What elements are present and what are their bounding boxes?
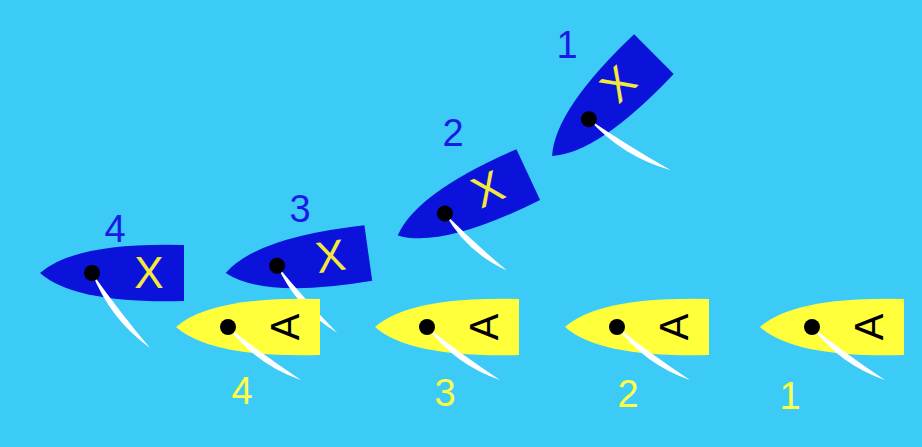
position-number: 2 xyxy=(442,114,463,152)
yellow-boat-a: A xyxy=(757,295,907,359)
position-number: 4 xyxy=(104,210,125,248)
yellow-boat-a: A xyxy=(562,295,712,359)
position-number: 4 xyxy=(231,372,252,410)
boat-shape xyxy=(37,241,187,305)
mast xyxy=(268,257,286,275)
yellow-boat-a: A xyxy=(372,295,522,359)
mast xyxy=(419,319,435,335)
boat-letter-a: A xyxy=(849,314,889,341)
mast xyxy=(804,319,820,335)
position-number: 1 xyxy=(556,26,577,64)
blue-boat-x: X xyxy=(37,241,187,305)
mast xyxy=(434,203,455,224)
mast xyxy=(84,265,100,281)
boat-letter-a: A xyxy=(265,314,305,341)
boat-letter-a: A xyxy=(654,314,694,341)
sail xyxy=(445,200,507,284)
hull xyxy=(386,149,540,261)
position-number: 1 xyxy=(779,377,800,415)
position-number: 3 xyxy=(434,374,455,412)
hull xyxy=(532,34,674,176)
hull xyxy=(40,245,184,302)
mast xyxy=(220,319,236,335)
sail xyxy=(589,104,671,186)
position-number: 3 xyxy=(289,190,310,228)
boat-letter-a: A xyxy=(464,314,504,341)
boat-letter-x: X xyxy=(134,251,163,295)
position-number: 2 xyxy=(617,375,638,413)
mast xyxy=(609,319,625,335)
boat-letter-x: X xyxy=(313,233,348,281)
yellow-boat-a: A xyxy=(173,295,323,359)
mast xyxy=(578,108,601,131)
